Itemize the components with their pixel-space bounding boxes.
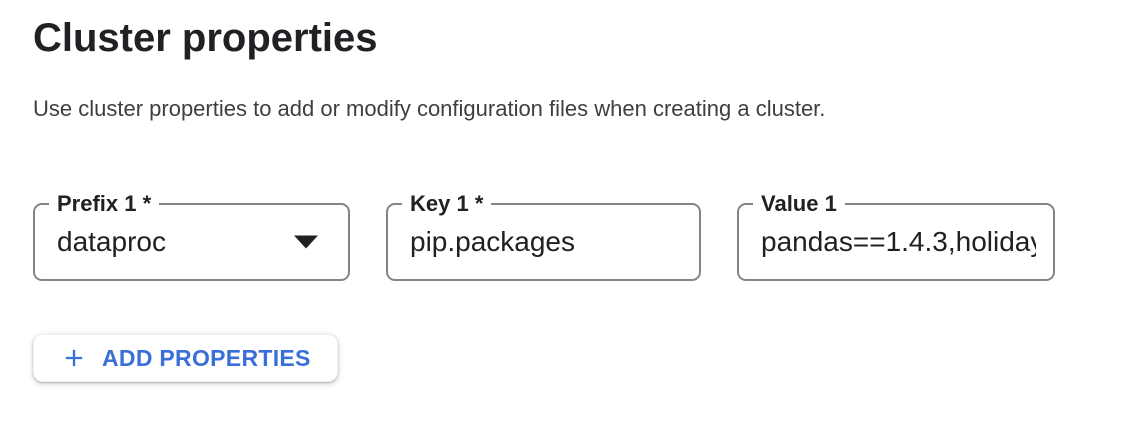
prefix-dropdown[interactable]: Prefix 1 * dataproc: [33, 192, 350, 281]
add-properties-button[interactable]: ADD PROPERTIES: [33, 334, 338, 382]
plus-icon: [65, 349, 83, 367]
key-field-label: Key 1 *: [402, 192, 492, 216]
page-title: Cluster properties: [33, 16, 378, 60]
property-fields-row: Prefix 1 * dataproc Key 1 * pip.packages…: [33, 192, 1122, 281]
prefix-selected-value: dataproc: [57, 226, 166, 257]
page-description: Use cluster properties to add or modify …: [33, 96, 826, 121]
add-properties-button-label: ADD PROPERTIES: [102, 344, 311, 371]
value-input-visible-text: pandas==1.4.3,holida: [761, 226, 1031, 257]
value-input-clipped-char: y: [1030, 225, 1036, 259]
dropdown-arrow-icon[interactable]: [294, 235, 318, 249]
value-input-value: pandas==1.4.3,holiday: [761, 225, 1053, 259]
value-input[interactable]: Value 1 pandas==1.4.3,holiday: [737, 192, 1055, 281]
key-input[interactable]: Key 1 * pip.packages: [386, 192, 701, 281]
cluster-properties-section: Cluster properties Use cluster propertie…: [33, 16, 1122, 382]
key-input-value: pip.packages: [410, 226, 576, 257]
prefix-field-label: Prefix 1 *: [49, 192, 160, 216]
value-field-label: Value 1: [753, 192, 845, 216]
